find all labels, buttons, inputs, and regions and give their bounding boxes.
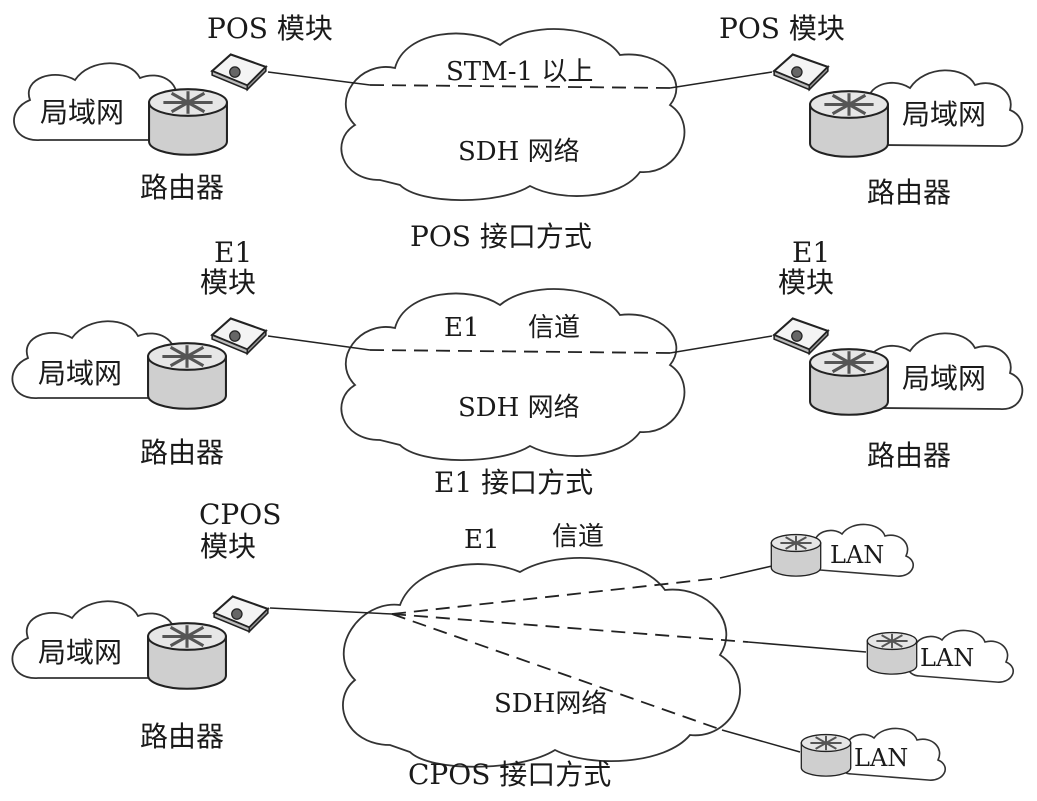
caption-pos: POS 接口方式 — [410, 220, 592, 253]
left-router-label: 路由器 — [140, 720, 224, 753]
left-lan-cloud: 局域网 — [13, 62, 189, 141]
right-router-icon — [808, 89, 890, 159]
sdh-network-label: SDH 网络 — [458, 393, 580, 423]
right-module-line2: 模块 — [778, 266, 834, 299]
sdh-network-cloud: SDH网络 — [342, 557, 741, 768]
right-lan-label: 局域网 — [902, 98, 986, 131]
right-lan-cloud: 局域网 — [856, 69, 1024, 147]
e1-channel-dashed-2 — [391, 613, 749, 643]
remote-lan-2: LAN — [866, 629, 1014, 683]
left-router-icon — [147, 87, 229, 157]
left-router-icon — [146, 341, 228, 411]
right-module-line1: E1 — [792, 236, 830, 269]
right-router-label: 路由器 — [867, 176, 951, 209]
remote-lan-label: LAN — [920, 644, 974, 672]
panel-pos: 局域网 路由器 POS 模块 SDH 网络 STM-1 以上 POS 模块 局域… — [13, 12, 1024, 253]
left-module-label: POS 模块 — [207, 12, 333, 45]
left-router-label: 路由器 — [140, 171, 224, 204]
cpos-module-line2: 模块 — [200, 530, 256, 563]
cpos-module-line1: CPOS — [199, 498, 281, 531]
e1-channel-dashed — [369, 349, 671, 354]
panel-e1: 局域网 路由器 E1 模块 SDH 网络 E1 信道 E1 模块 局域网 路由器… — [11, 236, 1024, 499]
remote-lan-3: LAN — [800, 727, 946, 781]
remote-link-line-3 — [721, 729, 801, 753]
caption-cpos: CPOS 接口方式 — [408, 758, 611, 791]
left-pos-module-icon — [211, 53, 267, 91]
left-router-label: 路由器 — [140, 436, 224, 469]
right-link-line — [669, 335, 773, 354]
right-lan-cloud: 局域网 — [856, 332, 1024, 410]
left-lan-cloud: 局域网 — [11, 600, 187, 679]
left-link-line — [267, 71, 371, 86]
remote-lan-label: LAN — [854, 744, 908, 772]
right-e1-module-icon — [773, 317, 829, 355]
left-router-icon — [146, 621, 228, 691]
remote-router-icon — [770, 533, 822, 578]
channel-label-xindao: 信道 — [552, 522, 604, 552]
remote-link-line-2 — [747, 641, 867, 653]
cpos-link-line — [269, 607, 393, 615]
remote-link-line-1 — [719, 565, 773, 579]
left-module-line1: E1 — [214, 236, 252, 269]
caption-e1: E1 接口方式 — [434, 466, 593, 499]
sdh-network-cloud: SDH 网络 — [340, 288, 686, 462]
channel-label-e1: E1 — [444, 313, 480, 343]
left-module-line2: 模块 — [200, 266, 256, 299]
e1-channel-dashed-1 — [391, 577, 721, 615]
left-link-line — [267, 335, 371, 351]
sdh-network-label: SDH网络 — [494, 689, 607, 719]
right-lan-label: 局域网 — [902, 362, 986, 395]
remote-lan-1: LAN — [770, 523, 914, 578]
right-router-icon — [808, 347, 890, 417]
channel-label-xindao: 信道 — [528, 313, 580, 343]
remote-router-icon — [866, 631, 918, 676]
right-pos-module-icon — [773, 53, 829, 91]
left-lan-label: 局域网 — [38, 357, 122, 390]
stm1-channel-dashed — [369, 84, 671, 89]
sdh-network-cloud: SDH 网络 — [340, 28, 686, 202]
left-lan-label: 局域网 — [38, 636, 122, 669]
channel-label-e1: E1 — [464, 525, 500, 555]
remote-lan-label: LAN — [830, 541, 884, 569]
sdh-network-label: SDH 网络 — [458, 137, 580, 167]
right-module-label: POS 模块 — [719, 12, 845, 45]
channel-label: STM-1 以上 — [446, 57, 593, 87]
e1-channel-dashed-3 — [391, 613, 723, 731]
cpos-module-icon — [213, 595, 269, 633]
panel-cpos: 局域网 路由器 CPOS 模块 SDH网络 E1 信道 LAN LAN — [11, 498, 1014, 791]
right-router-label: 路由器 — [867, 439, 951, 472]
left-lan-cloud: 局域网 — [11, 320, 187, 399]
right-link-line — [669, 71, 773, 89]
remote-router-icon — [800, 733, 852, 778]
left-lan-label: 局域网 — [40, 96, 124, 129]
